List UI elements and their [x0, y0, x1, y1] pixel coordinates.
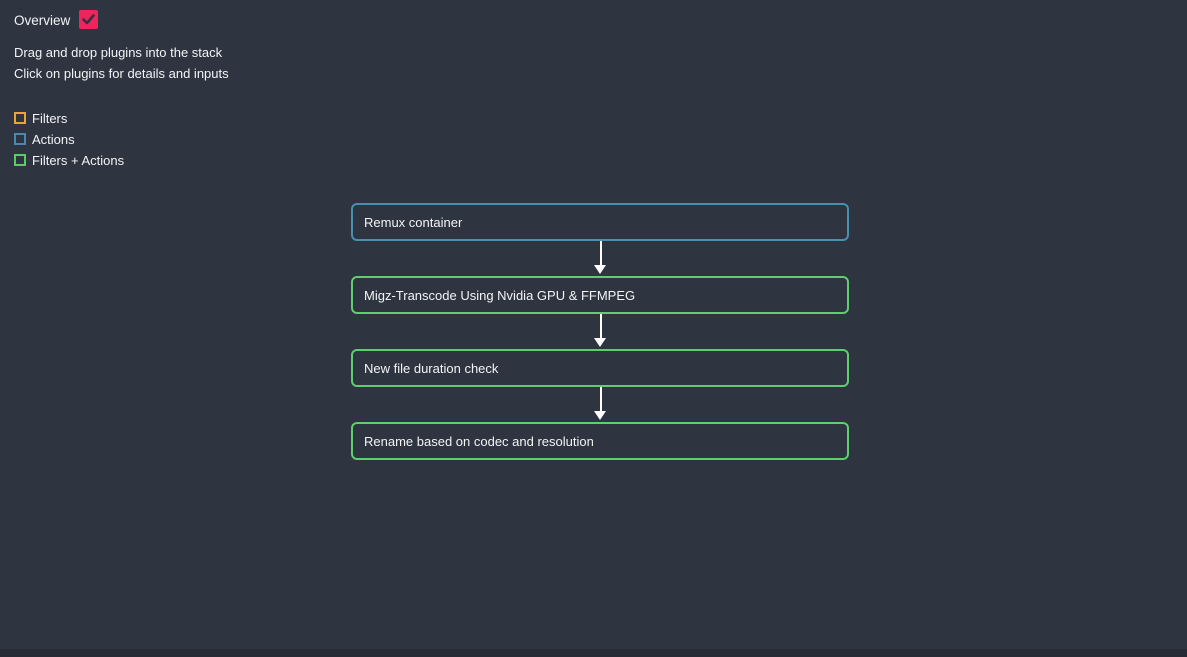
- flow-arrow-down-icon: [594, 314, 607, 347]
- plugin-type-legend: Filters Actions Filters + Actions: [14, 111, 124, 174]
- plugin-stack-item-remux-container[interactable]: Remux container: [351, 203, 849, 241]
- filters-actions-swatch-icon: [14, 154, 26, 166]
- actions-swatch-icon: [14, 133, 26, 145]
- filters-swatch-icon: [14, 112, 26, 124]
- footer-strip: [0, 649, 1187, 657]
- legend-label-filters-actions: Filters + Actions: [32, 152, 125, 168]
- flow-arrow-down-icon: [594, 387, 607, 420]
- plugin-label: Rename based on codec and resolution: [364, 433, 594, 449]
- instruction-click-plugins: Click on plugins for details and inputs: [14, 66, 229, 81]
- legend-label-filters: Filters: [32, 110, 68, 126]
- plugin-stack-item-new-file-duration-check[interactable]: New file duration check: [351, 349, 849, 387]
- overview-title: Overview: [14, 13, 71, 28]
- instruction-drag-drop: Drag and drop plugins into the stack: [14, 45, 223, 60]
- flow-arrow-down-icon: [594, 241, 607, 274]
- overview-checkbox[interactable]: [79, 10, 98, 29]
- plugin-stack-item-migz-transcode[interactable]: Migz-Transcode Using Nvidia GPU & FFMPEG: [351, 276, 849, 314]
- checkmark-icon: [82, 14, 95, 25]
- legend-item-filters-actions: Filters + Actions: [14, 152, 125, 168]
- plugin-label: Remux container: [364, 214, 463, 230]
- plugin-stack-item-rename-codec-resolution[interactable]: Rename based on codec and resolution: [351, 422, 849, 460]
- legend-label-actions: Actions: [32, 131, 75, 147]
- plugin-label: Migz-Transcode Using Nvidia GPU & FFMPEG: [364, 287, 636, 303]
- legend-item-actions: Actions: [14, 131, 124, 147]
- legend-item-filters: Filters: [14, 110, 124, 126]
- plugin-label: New file duration check: [364, 360, 499, 376]
